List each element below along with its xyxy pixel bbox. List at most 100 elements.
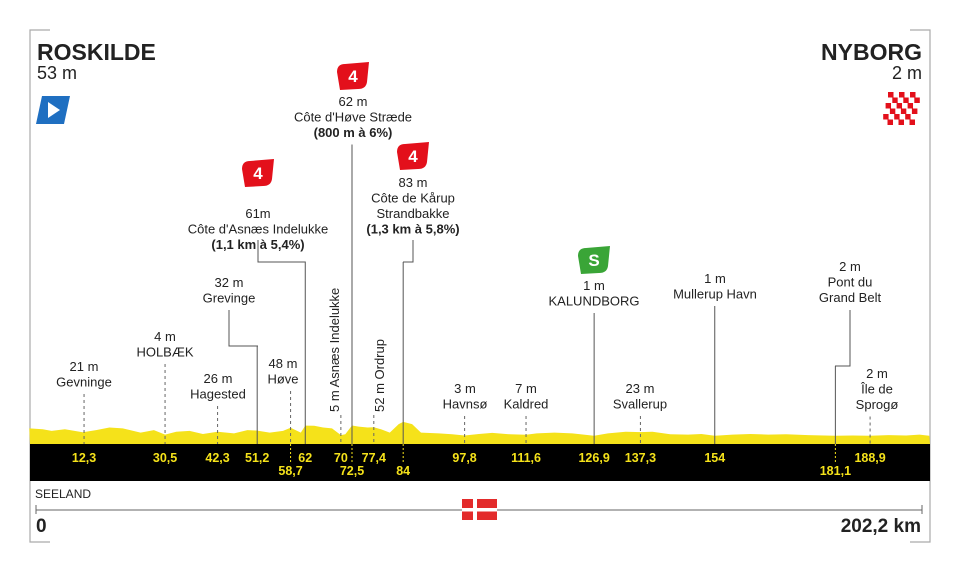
- elevation-label: 1 m: [704, 271, 726, 286]
- km-label: 51,2: [245, 451, 269, 465]
- elevation-label: 4 m: [154, 329, 176, 344]
- region-label: SEELAND: [35, 487, 91, 501]
- elevation-label: 32 m: [215, 275, 244, 290]
- elevation-label: 62 m: [339, 94, 368, 109]
- flag-square: [885, 103, 892, 109]
- km-label: 154: [704, 451, 725, 465]
- km-label: 84: [396, 464, 410, 478]
- place-name: Gevninge: [56, 375, 112, 390]
- elevation-label: 61m: [245, 206, 270, 221]
- place-name: Côte d'Asnæs Indelukke: [188, 222, 329, 237]
- km-label: 58,7: [278, 464, 302, 478]
- distance-total: 202,2 km: [841, 516, 921, 537]
- climb-category: 4: [348, 67, 358, 86]
- distance-bar: [30, 444, 930, 481]
- leader-line: [402, 240, 414, 444]
- flag-square: [895, 108, 901, 114]
- elevation-label: 48 m: [269, 356, 298, 371]
- climb-category: 4: [408, 147, 418, 166]
- km-label: 126,9: [578, 451, 609, 465]
- elevation-label: 21 m: [70, 359, 99, 374]
- elevation-label: 23 m: [626, 381, 655, 396]
- elevation-label: 26 m: [204, 371, 233, 386]
- place-name: Grevinge: [203, 291, 256, 306]
- place-name: Svallerup: [613, 397, 667, 412]
- climb-detail: (800 m à 6%): [314, 125, 393, 140]
- flag-square: [896, 103, 903, 109]
- flag-square: [915, 92, 921, 98]
- flag-square: [904, 92, 910, 98]
- flag-square: [910, 114, 917, 120]
- climb-category-badge: 4: [337, 62, 369, 90]
- place-name: Havnsø: [443, 397, 488, 412]
- km-label: 111,6: [511, 451, 541, 465]
- climb-category-badge: 4: [242, 159, 274, 187]
- place-name: HOLBÆK: [136, 345, 193, 360]
- finish-flag-icon: [882, 92, 921, 125]
- km-label: 137,3: [625, 451, 656, 465]
- flag-square: [894, 114, 900, 120]
- place-name: Hagested: [190, 387, 246, 402]
- km-label: 97,8: [452, 451, 476, 465]
- flag-square: [897, 97, 904, 103]
- place-name: Île de: [860, 382, 893, 397]
- flag-square: [883, 114, 889, 120]
- climb-badge-shape: [397, 142, 429, 170]
- start-flag-icon: [36, 96, 70, 124]
- place-name-line2: Sprogø: [856, 397, 899, 412]
- place-name: Høve: [267, 372, 298, 387]
- elevation-label: 83 m: [399, 175, 428, 190]
- km-label: 181,1: [820, 464, 851, 478]
- flag-square: [904, 119, 910, 125]
- km-label: 62: [298, 451, 312, 465]
- climb-badge-shape: [242, 159, 274, 187]
- elevation-label: 2 m: [866, 366, 888, 381]
- flag-square: [899, 114, 906, 120]
- flag-square: [891, 103, 897, 109]
- flag-square: [893, 119, 899, 125]
- start-name: ROSKILDE: [37, 39, 156, 65]
- flag-square: [900, 108, 907, 114]
- sprint-badge: S: [578, 246, 610, 274]
- sprint-badge-shape: [578, 246, 610, 274]
- flag-square: [888, 114, 895, 120]
- flag-square: [909, 119, 915, 125]
- flag-square: [906, 108, 912, 114]
- place-name: Côte de Kårup: [371, 191, 455, 206]
- flag-square: [910, 92, 916, 98]
- place-name: Pont du: [828, 275, 873, 290]
- place-name: Kaldred: [504, 397, 549, 412]
- denmark-flag-icon: [462, 499, 497, 520]
- flag-square: [886, 97, 893, 103]
- sprint-letter: S: [588, 251, 599, 270]
- flag-square: [882, 119, 888, 125]
- km-label: 30,5: [153, 451, 177, 465]
- place-name: KALUNDBORG: [548, 294, 639, 309]
- km-label: 188,9: [854, 451, 885, 465]
- leader-line: [257, 240, 306, 444]
- flag-square: [911, 108, 918, 114]
- climb-detail: (1,3 km à 5,8%): [366, 222, 459, 237]
- climb-category: 4: [253, 164, 263, 183]
- flag-square: [905, 114, 911, 120]
- vertical-place-label: 5 m Asnæs Indelukke: [327, 288, 342, 412]
- place-name: Côte d'Høve Stræde: [294, 110, 412, 125]
- start-elevation: 53 m: [37, 63, 77, 83]
- finish-elevation: 2 m: [892, 63, 922, 83]
- flag-square: [907, 103, 914, 109]
- flag-square: [902, 103, 908, 109]
- flag-square: [888, 92, 894, 98]
- flag-square: [892, 97, 898, 103]
- flag-square: [898, 119, 904, 125]
- vertical-place-label: 52 m Ordrup: [372, 339, 387, 412]
- place-name-line2: Strandbakke: [377, 206, 450, 221]
